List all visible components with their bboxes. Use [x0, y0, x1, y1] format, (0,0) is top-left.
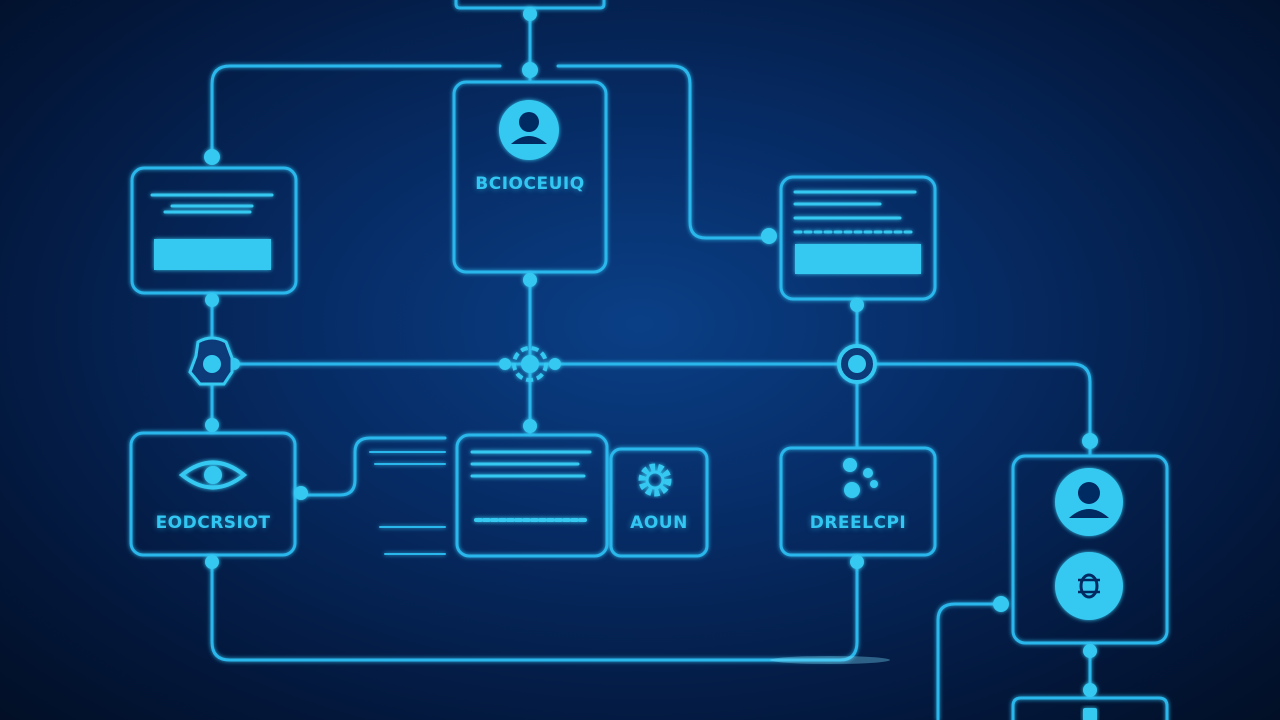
node-right-mid: [779, 446, 937, 557]
connector-dot: [850, 555, 864, 569]
node-bottom-icon: [1083, 708, 1097, 720]
hub-icon: [188, 336, 234, 386]
connector: [210, 64, 502, 157]
hub-icon: [499, 346, 561, 382]
connector-dot: [523, 7, 537, 21]
node-center-small: [609, 447, 709, 558]
connector-dot: [294, 486, 308, 500]
node-center-small-label: AOUN: [630, 513, 688, 533]
eye-icon: [178, 460, 248, 490]
connector-dot: [993, 596, 1009, 612]
connector-dot: [205, 555, 219, 569]
node-right-top: [779, 175, 937, 301]
connector-dot: [850, 298, 864, 312]
node-left-top: [130, 166, 298, 295]
panel-bar: [795, 244, 921, 274]
connector-dot: [1082, 433, 1098, 449]
panel-bar: [154, 239, 271, 270]
glow-accent: [770, 656, 890, 664]
connector: [872, 362, 1092, 458]
user-icon: [499, 100, 559, 160]
connector-dot: [522, 62, 538, 78]
connector-dot: [523, 273, 537, 287]
gear-icon: [638, 463, 672, 497]
node-left-mid-label: EODCRSIOT: [155, 513, 271, 533]
connector: [936, 602, 1005, 720]
connector: [298, 436, 447, 497]
node-top-center-label: BCIOCEUIQ: [475, 174, 585, 194]
connector-dot: [1083, 644, 1097, 658]
user-icon: [1055, 468, 1123, 536]
connector: [556, 64, 770, 240]
connector-dot: [523, 419, 537, 433]
node-right-mid-label: DREELCPI: [809, 513, 907, 533]
connector-dot: [761, 228, 777, 244]
connector-dot: [205, 293, 219, 307]
bug-icon: [1055, 552, 1123, 620]
connector-dot: [205, 418, 219, 432]
node-center-mid: [455, 433, 609, 558]
node-left-mid: [129, 431, 297, 557]
settings-icon: [843, 458, 878, 498]
connector-dot: [1083, 683, 1097, 697]
connector-dot: [204, 149, 220, 165]
connector: [210, 553, 859, 662]
hub-icon: [837, 344, 877, 384]
